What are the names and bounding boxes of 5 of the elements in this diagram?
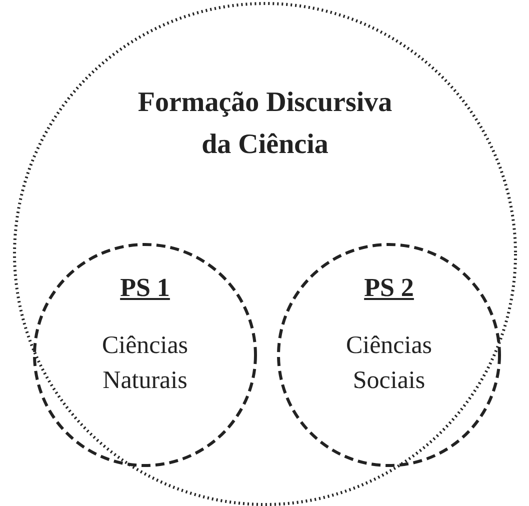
circle-label: Ciências Sociais [344,331,434,396]
circle-heading: PS 1 [119,272,171,304]
circle-label: Ciências Naturais [100,331,190,396]
circle-heading: PS 2 [363,272,415,304]
circle-heading: Formação Discursiva da Ciência [136,86,394,162]
